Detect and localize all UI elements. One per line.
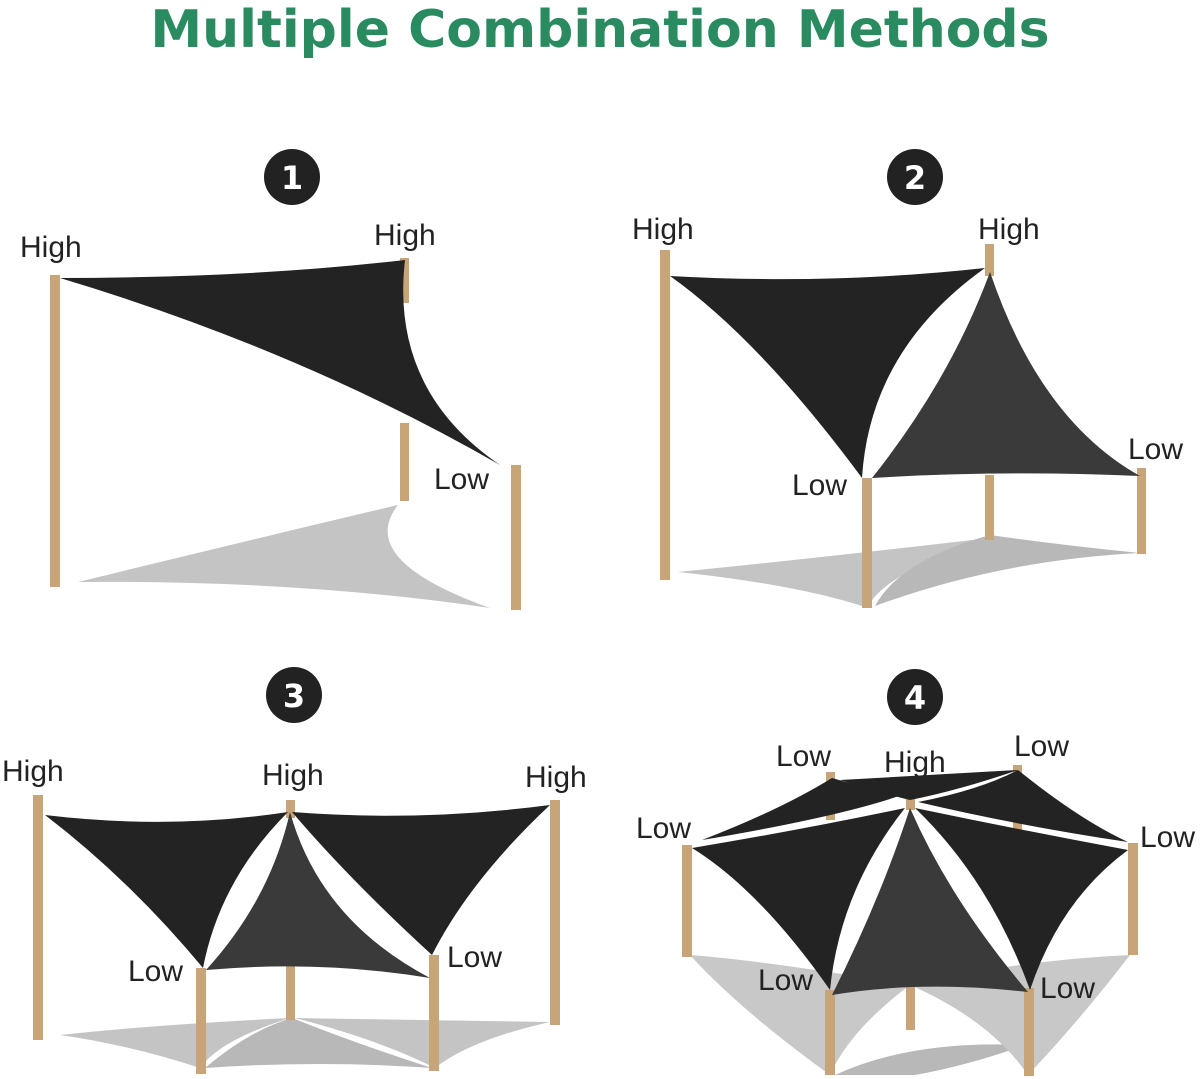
shade-sail: [918, 770, 1128, 842]
shade-sail: [60, 260, 500, 465]
post: [906, 790, 915, 810]
height-label-low: Low: [434, 463, 489, 496]
post: [400, 423, 409, 501]
post: [862, 478, 872, 608]
height-label-low: Low: [1128, 433, 1183, 466]
post: [906, 985, 915, 1030]
method-1-number: 1: [281, 159, 303, 197]
height-label-high: High: [632, 213, 694, 246]
height-label-low: Low: [128, 955, 183, 988]
shade-sail: [45, 812, 288, 968]
post: [682, 845, 692, 957]
height-label-low: Low: [758, 964, 813, 997]
method-2-number: 2: [904, 159, 926, 197]
sail-shadow: [678, 538, 990, 608]
height-label-high: High: [884, 746, 946, 779]
page-title: Multiple Combination Methods: [150, 0, 1050, 60]
post: [985, 475, 994, 540]
shade-sail: [692, 808, 905, 990]
method-2-badge: [887, 149, 943, 205]
post: [33, 795, 43, 1040]
post: [1137, 468, 1146, 554]
post: [550, 800, 560, 1025]
shade-sail: [206, 812, 430, 978]
post: [1024, 988, 1034, 1076]
shade-sail: [915, 808, 1128, 990]
height-label-low: Low: [447, 941, 502, 974]
height-label-low: Low: [792, 469, 847, 502]
shade-sail: [840, 770, 1018, 800]
height-label-low: Low: [776, 740, 831, 773]
shade-sail: [670, 268, 985, 478]
method-4-number: 4: [904, 679, 926, 717]
sail-shadow: [205, 1018, 432, 1068]
height-label-low: Low: [1140, 821, 1195, 854]
height-label-high: High: [20, 231, 82, 264]
post: [400, 258, 409, 303]
height-label-high: High: [2, 755, 64, 788]
post: [511, 465, 521, 610]
height-label-high: High: [262, 759, 324, 792]
method-1-badge: [264, 149, 320, 205]
post: [286, 965, 295, 1020]
post: [50, 275, 60, 587]
height-label-low: Low: [1040, 972, 1095, 1005]
method-2-panel: 2 High High Low Low: [632, 149, 1183, 608]
method-3-panel: 3 High High High Low Low: [2, 667, 587, 1074]
sail-shadow: [295, 1018, 550, 1068]
height-label-high: High: [525, 761, 587, 794]
post: [196, 968, 206, 1074]
post: [985, 244, 994, 276]
sail-shadow: [835, 1044, 1025, 1075]
sail-shadow: [78, 505, 490, 608]
post: [825, 990, 835, 1075]
post: [660, 250, 670, 580]
method-1-panel: 1 High High Low: [20, 149, 521, 610]
height-label-low: Low: [636, 812, 691, 845]
method-3-number: 3: [283, 677, 305, 715]
shade-sail: [872, 272, 1140, 478]
shade-sail: [702, 778, 910, 840]
height-label-low: Low: [1014, 730, 1069, 763]
height-label-high: High: [374, 219, 436, 252]
post: [286, 800, 295, 818]
post: [1128, 843, 1138, 955]
post: [429, 955, 439, 1071]
height-label-high: High: [978, 213, 1040, 246]
shade-sail: [832, 808, 1028, 995]
sail-shadow: [875, 535, 1140, 606]
method-4-panel: 4 High Low Low Low Low Low Low: [636, 669, 1195, 1076]
method-3-badge: [266, 667, 322, 723]
shade-sail: [292, 805, 550, 955]
sail-shadow: [60, 1018, 290, 1068]
method-4-badge: [887, 669, 943, 725]
